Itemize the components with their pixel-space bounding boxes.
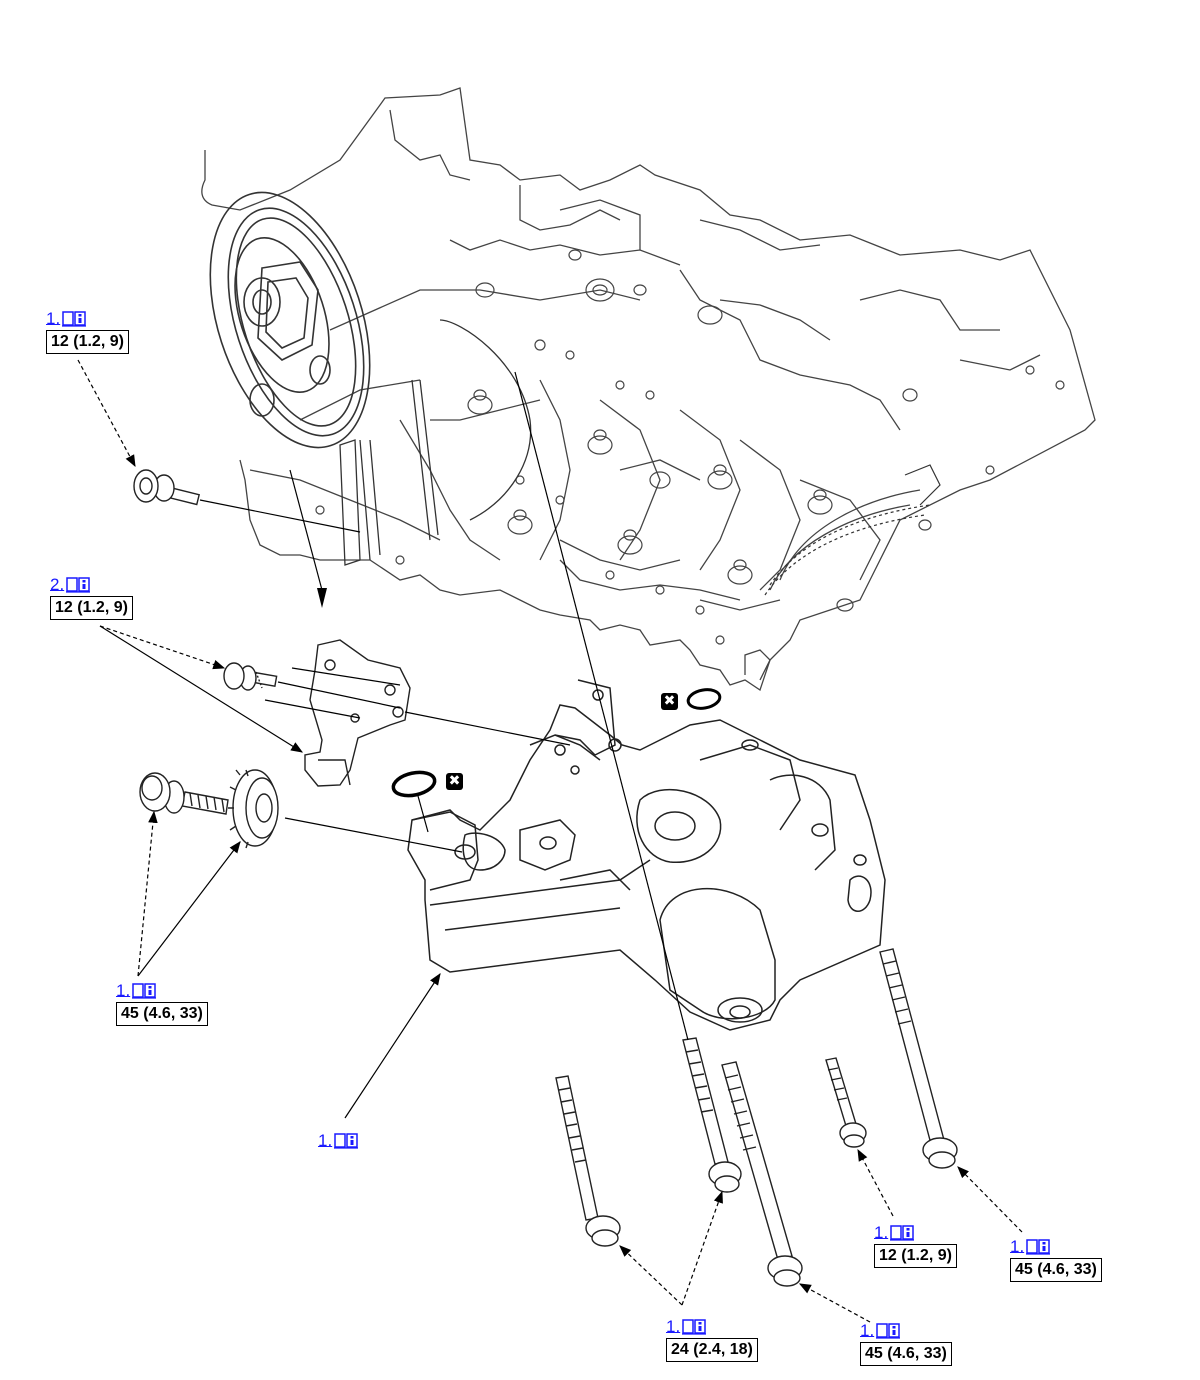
o-ring-left (391, 770, 437, 798)
book-info-icon (876, 1323, 901, 1339)
oil-pump-body (407, 679, 886, 1031)
oil-pump-drive-sprocket (228, 769, 279, 849)
replace-part-icon: ✖ (661, 693, 678, 710)
callout-long-bolt-3: 1. 45 (4.6, 33) (860, 1320, 952, 1367)
alignment-arrowhead (317, 588, 327, 608)
oil-pump-chain-guide (304, 639, 411, 787)
torque-spec: 24 (2.4, 18) (666, 1338, 758, 1363)
reference-number: 1. (666, 1317, 681, 1337)
bolt-chain-guide (223, 662, 278, 691)
bolt-long-1 (555, 1075, 621, 1247)
torque-spec: 12 (1.2, 9) (46, 330, 129, 355)
assembly-lines (199, 371, 689, 1041)
bolt-m6-upper (133, 469, 201, 506)
book-info-icon (132, 983, 157, 999)
callout-long-bolts-center: 1. 24 (2.4, 18) (666, 1316, 758, 1363)
o-ring-right (686, 688, 722, 710)
bolt-long-3 (721, 1061, 803, 1287)
book-info-icon (682, 1319, 707, 1335)
reference-link[interactable]: 1. (666, 1316, 707, 1336)
callout-sprocket-bolt: 1. 45 (4.6, 33) (116, 980, 208, 1027)
reference-number: 1. (874, 1223, 889, 1243)
reference-number: 1. (116, 981, 131, 1001)
torque-spec: 45 (4.6, 33) (860, 1342, 952, 1367)
reference-number: 1. (1010, 1237, 1025, 1257)
replace-part-icon: ✖ (446, 773, 463, 790)
leader-lines (77, 359, 1023, 1323)
reference-number: 2. (50, 575, 65, 595)
callout-long-bolt-right: 1. 45 (4.6, 33) (1010, 1236, 1102, 1283)
reference-link[interactable]: 2. (50, 574, 91, 594)
torque-spec: 12 (1.2, 9) (50, 596, 133, 621)
callout-short-bolt: 1. 12 (1.2, 9) (874, 1222, 957, 1269)
reference-link[interactable]: 1. (46, 308, 87, 328)
engine-block (201, 87, 1096, 692)
bolt-long-4 (879, 948, 958, 1169)
reference-link[interactable]: 1. (116, 980, 157, 1000)
reference-link[interactable]: 1. (860, 1320, 901, 1340)
reference-number: 1. (860, 1321, 875, 1341)
callout-oil-pump: 1. (318, 1130, 359, 1150)
crankshaft-pulley (209, 191, 371, 449)
sprocket-bolt (139, 772, 229, 815)
engine-bolt-bosses (315, 249, 1065, 645)
book-info-icon (1026, 1239, 1051, 1255)
reference-link[interactable]: 1. (1010, 1236, 1051, 1256)
crank-sprocket-teeth (764, 464, 941, 596)
callout-bolt-upper: 1. 12 (1.2, 9) (46, 308, 129, 355)
reference-link[interactable]: 1. (318, 1130, 359, 1150)
reference-link[interactable]: 1. (874, 1222, 915, 1242)
book-info-icon (66, 577, 91, 593)
book-info-icon (334, 1133, 359, 1149)
bolt-long-2 (682, 1037, 742, 1193)
callout-chain-guide: 2. 12 (1.2, 9) (50, 574, 133, 621)
torque-spec: 45 (4.6, 33) (1010, 1258, 1102, 1283)
reference-number: 1. (318, 1131, 333, 1151)
torque-spec: 45 (4.6, 33) (116, 1002, 208, 1027)
reference-number: 1. (46, 309, 61, 329)
book-info-icon (62, 311, 87, 327)
book-info-icon (890, 1225, 915, 1241)
torque-spec: 12 (1.2, 9) (874, 1244, 957, 1269)
bolt-short (825, 1057, 867, 1148)
timing-chain (339, 319, 532, 566)
